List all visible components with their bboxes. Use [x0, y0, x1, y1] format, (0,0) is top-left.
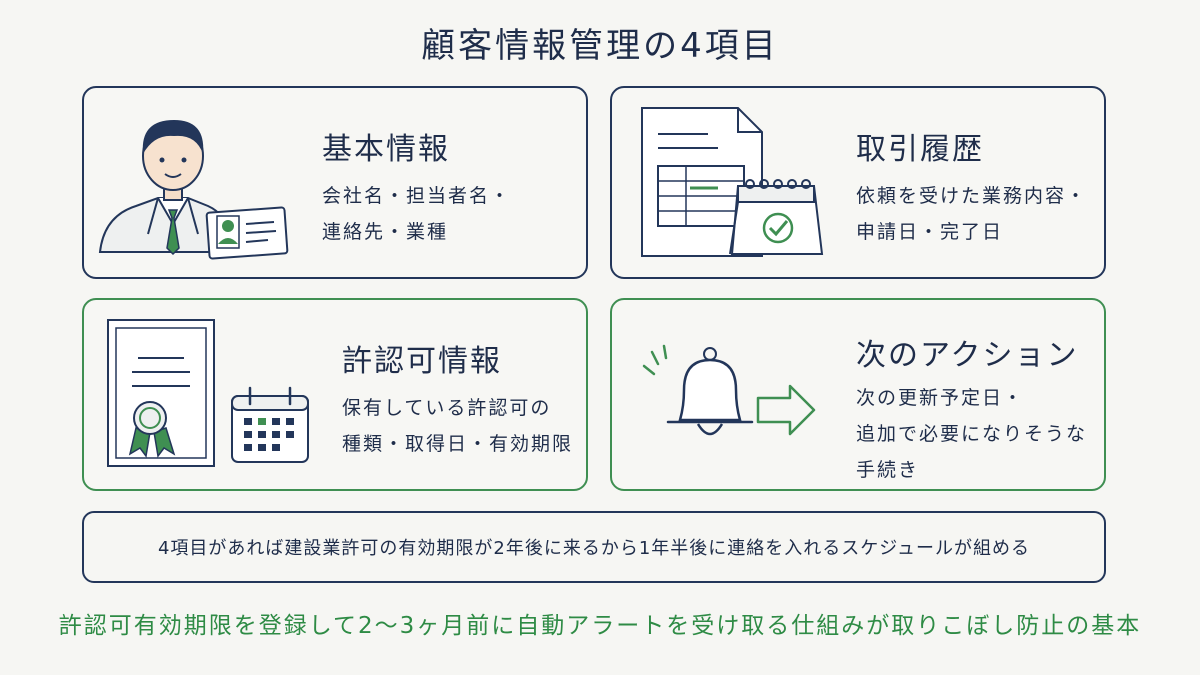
card-description: 次の更新予定日・ 追加で必要になりそうな 手続き [856, 387, 1088, 481]
footer-note: 許認可有効期限を登録して2〜3ヶ月前に自動アラートを受け取る仕組みが取りこぼし防… [58, 613, 1142, 639]
card-title: 許認可情報 [342, 344, 502, 379]
page-title: 顧客情報管理の4項目 [421, 26, 779, 66]
certificate-calendar-icon [107, 319, 309, 467]
card-transaction-history: 取引履歴 依頼を受けた業務内容・ 申請日・完了日 [610, 86, 1106, 279]
document-calendar-icon [641, 107, 824, 257]
card-basic-info: 基本情報 会社名・担当者名・ 連絡先・業種 [82, 86, 588, 279]
summary-box: 4項目があれば建設業許可の有効期限が2年後に来るから1年半後に連絡を入れるスケジ… [82, 511, 1106, 583]
card-title: 取引履歴 [856, 132, 984, 167]
card-description: 保有している許認可の 種類・取得日・有効期限 [342, 397, 574, 455]
card-next-action: 次のアクション 次の更新予定日・ 追加で必要になりそうな 手続き [610, 298, 1106, 491]
card-description: 依頼を受けた業務内容・ 申請日・完了日 [856, 185, 1088, 243]
card-permit-info: 許認可情報 保有している許認可の 種類・取得日・有効期限 [82, 298, 588, 491]
card-title: 次のアクション [856, 338, 1079, 373]
bell-arrow-icon [642, 344, 816, 436]
businessman-icon [98, 120, 289, 260]
card-description: 会社名・担当者名・ 連絡先・業種 [322, 185, 512, 243]
card-title: 基本情報 [322, 132, 450, 167]
